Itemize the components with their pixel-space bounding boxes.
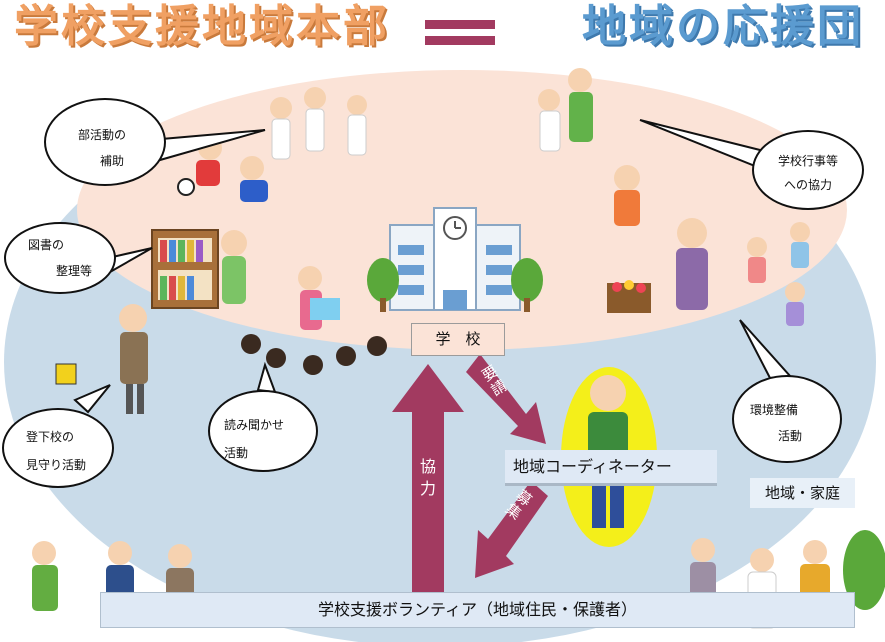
bubble-school-events: 学校行事等 への協力: [752, 130, 864, 210]
community-label: 地域・家庭: [750, 478, 855, 508]
school-building-illustration: [367, 207, 543, 312]
bubble-patrol: 登下校の 見守り活動: [2, 408, 114, 488]
bubble-events-line2: への協力: [784, 178, 833, 192]
request-arrow: [466, 354, 546, 444]
bubble-reading-line2: 活動: [224, 446, 249, 460]
bookshelf-illustration: [151, 229, 219, 309]
bubble-environment-line2: 活動: [778, 429, 803, 443]
bubble-environment: 環境整備 活動: [732, 375, 842, 463]
bubble-patrol-line1: 登下校の: [26, 430, 75, 444]
equals-bar-bottom: [425, 36, 495, 45]
people-illustrations: [32, 68, 885, 629]
title-school-support-headquarters: 学校支援地域本部: [14, 1, 390, 52]
bubble-library-line2: 整理等: [56, 264, 93, 278]
bubble-club-support: 部活動の 補助: [44, 98, 166, 186]
coordinator-label: 地域コーディネーター: [505, 450, 717, 486]
bubble-library-line1: 図書の: [28, 238, 65, 252]
bubble-club-line1: 部活動の: [78, 128, 127, 142]
bubble-club-line2: 補助: [100, 154, 125, 168]
volunteers-bar: 学校支援ボランティア（地域住民・保護者）: [100, 592, 855, 628]
bubble-patrol-line2: 見守り活動: [26, 458, 87, 472]
recruit-arrow: [475, 481, 548, 578]
bubble-events-line1: 学校行事等: [778, 154, 839, 168]
bubble-reading: 読み聞かせ 活動: [208, 390, 318, 472]
equals-bar-top: [425, 20, 495, 29]
cooperation-arrow: [392, 364, 464, 595]
school-label: 学 校: [411, 323, 505, 356]
bubble-library: 図書の 整理等: [4, 222, 116, 294]
title-community-supporters: 地域の応援団: [582, 1, 864, 52]
cooperation-label: 協力: [417, 458, 436, 502]
bubble-environment-line1: 環境整備: [750, 403, 799, 417]
bubble-reading-line1: 読み聞かせ: [224, 418, 285, 432]
